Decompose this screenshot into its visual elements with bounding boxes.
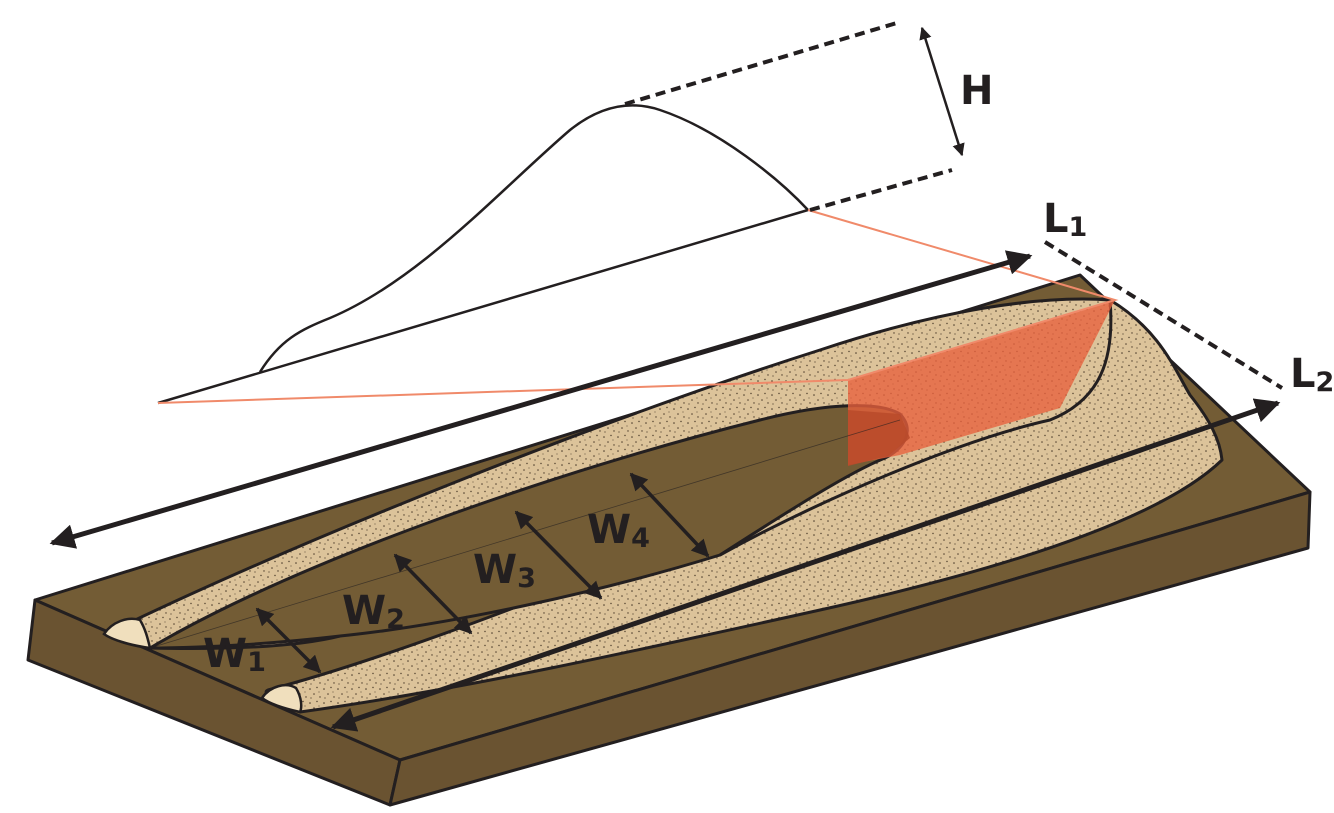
height-dashed-bottom: [809, 168, 953, 212]
height-arrow: [919, 26, 965, 157]
label-width-3: W3: [473, 547, 536, 594]
width-measurements: [255, 472, 710, 674]
width-2-arrow: [393, 553, 473, 635]
length-dashed-line: [1043, 240, 1284, 390]
length-2-arrow: [330, 398, 1281, 732]
left-arm-end-cap: [102, 617, 152, 650]
profile-curve: [258, 104, 809, 373]
right-arm-end-cap: [260, 684, 303, 714]
label-length-2: L2: [1290, 351, 1334, 398]
label-length-1: L1: [1043, 196, 1087, 243]
label-width-1: W1: [203, 631, 266, 678]
height-dashed-top: [624, 20, 901, 106]
length-measurements: [49, 240, 1284, 732]
label-width-4: W4: [587, 507, 650, 554]
label-height: H: [960, 68, 993, 114]
profile-baseline: [157, 208, 809, 405]
width-4-arrow: [629, 472, 710, 558]
width-3-arrow: [514, 510, 603, 600]
label-width-2: W2: [342, 588, 405, 635]
diagram-labels: H L1 L2 W1 W2 W3 W4: [203, 68, 1334, 678]
width-1-arrow: [255, 607, 322, 674]
